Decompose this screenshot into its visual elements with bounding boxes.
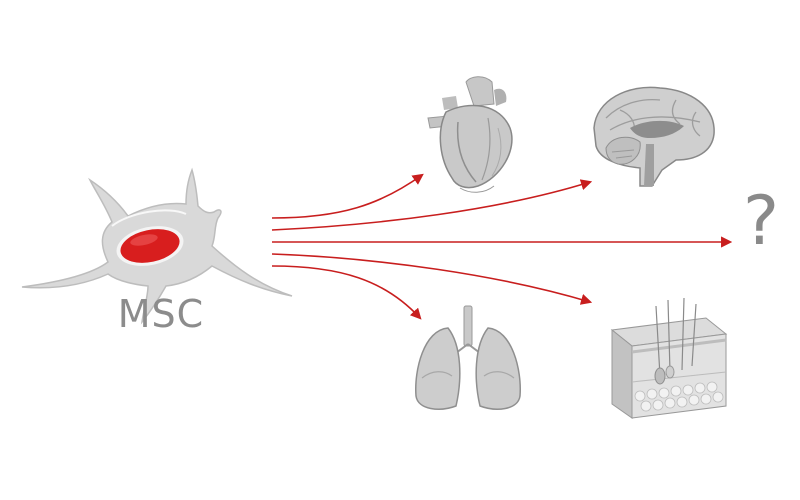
skin-tissue-icon xyxy=(610,297,728,419)
arrow-to-lungs xyxy=(271,265,422,320)
msc-cell-icon xyxy=(21,167,293,325)
question-mark-icon: ? xyxy=(742,182,780,261)
arrow-to-brain xyxy=(271,179,593,231)
arrow-to-skin xyxy=(271,253,593,305)
arrow-to-heart xyxy=(271,173,424,219)
msc-label: MSC xyxy=(117,292,205,336)
lungs-icon xyxy=(415,305,521,410)
brain-icon xyxy=(593,86,715,187)
arrow-group xyxy=(271,173,733,320)
heart-icon xyxy=(427,76,513,193)
